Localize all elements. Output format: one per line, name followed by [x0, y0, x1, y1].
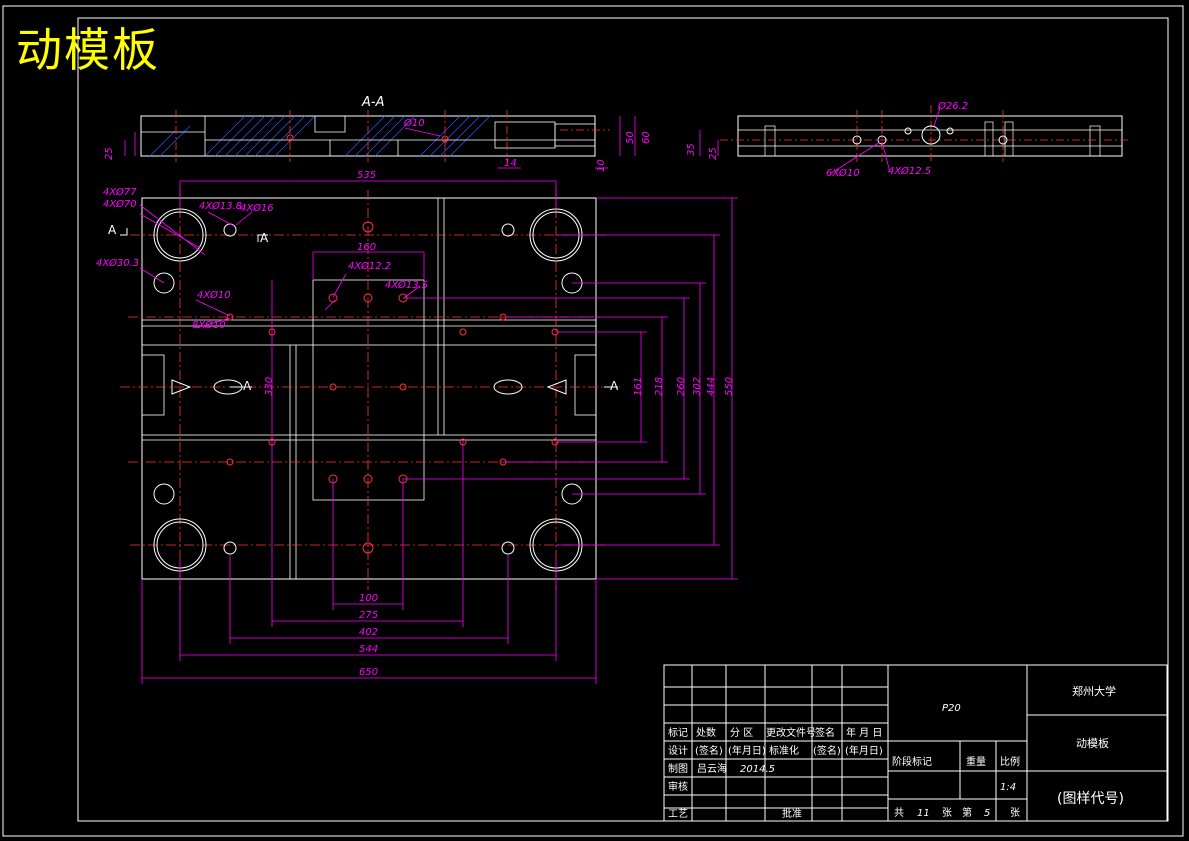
- svg-text:5: 5: [984, 808, 990, 819]
- svg-text:签名: 签名: [815, 726, 835, 739]
- svg-text:8XØ10: 8XØ10: [192, 319, 226, 331]
- svg-text:比例: 比例: [1000, 755, 1020, 768]
- svg-text:330: 330: [264, 377, 275, 396]
- svg-text:4XØ13.8: 4XØ13.8: [199, 200, 242, 212]
- svg-text:4XØ12.2: 4XØ12.2: [348, 260, 391, 272]
- svg-text:更改文件号: 更改文件号: [766, 726, 816, 739]
- svg-text:1:4: 1:4: [1000, 782, 1016, 793]
- svg-text:(年月日): (年月日): [728, 744, 766, 757]
- svg-text:550: 550: [724, 377, 735, 396]
- svg-text:4XØ16: 4XØ16: [240, 202, 274, 214]
- svg-text:重量: 重量: [966, 755, 986, 768]
- svg-text:25: 25: [708, 147, 719, 160]
- svg-text:402: 402: [359, 627, 378, 638]
- svg-text:4XØ30.3: 4XØ30.3: [96, 257, 139, 269]
- svg-text:设计: 设计: [668, 744, 688, 757]
- svg-text:郑州大学: 郑州大学: [1072, 684, 1116, 698]
- svg-text:544: 544: [359, 644, 378, 655]
- svg-text:444: 444: [706, 377, 717, 396]
- svg-text:处数: 处数: [696, 726, 716, 739]
- svg-text:160: 160: [357, 242, 376, 253]
- svg-text:50: 50: [625, 131, 636, 144]
- svg-text:A: A: [243, 379, 252, 393]
- svg-text:共: 共: [894, 807, 904, 819]
- svg-text:275: 275: [359, 610, 378, 621]
- svg-text:A: A: [108, 223, 117, 237]
- svg-text:Ø10: Ø10: [403, 117, 425, 129]
- svg-text:4XØ77: 4XØ77: [103, 186, 137, 198]
- svg-text:11: 11: [917, 808, 930, 819]
- svg-text:14: 14: [504, 158, 517, 169]
- svg-text:吕云海: 吕云海: [697, 762, 727, 775]
- svg-text:阶段标记: 阶段标记: [892, 755, 932, 768]
- svg-text:(签名): (签名): [695, 744, 723, 757]
- svg-text:审核: 审核: [668, 780, 688, 793]
- svg-text:Ø26.2: Ø26.2: [937, 100, 968, 112]
- svg-text:302: 302: [692, 377, 703, 396]
- plan-view: A A A A 535 160 100 275 40: [96, 170, 738, 684]
- svg-text:60: 60: [641, 131, 652, 144]
- svg-text:218: 218: [654, 377, 665, 396]
- svg-text:25: 25: [104, 147, 115, 160]
- svg-text:6XØ10: 6XØ10: [826, 167, 860, 179]
- svg-text:动模板: 动模板: [1076, 736, 1109, 750]
- side-view: 35 25 Ø26.2 6XØ10 4XØ12.5: [686, 100, 1130, 179]
- svg-text:35: 35: [686, 143, 697, 156]
- inner-border: [77, 17, 1169, 822]
- svg-text:(签名): (签名): [813, 744, 841, 757]
- svg-text:批准: 批准: [782, 807, 802, 820]
- svg-text:P20: P20: [942, 703, 961, 714]
- svg-text:10: 10: [596, 159, 607, 172]
- section-label: A-A: [361, 95, 384, 110]
- svg-text:张: 张: [942, 807, 952, 819]
- svg-text:A: A: [260, 231, 269, 245]
- section-view-a-a: A-A: [104, 95, 652, 172]
- svg-text:制图: 制图: [668, 762, 688, 775]
- drawing-title: 动模板: [16, 23, 160, 77]
- svg-text:标记: 标记: [668, 727, 688, 739]
- svg-text:年 月 日: 年 月 日: [846, 726, 882, 739]
- svg-text:260: 260: [676, 377, 687, 396]
- svg-text:4XØ70: 4XØ70: [103, 198, 137, 210]
- svg-text:(图样代号): (图样代号): [1057, 791, 1124, 807]
- svg-text:161: 161: [633, 377, 644, 396]
- svg-text:第: 第: [962, 806, 972, 819]
- svg-text:张: 张: [1010, 807, 1020, 819]
- svg-text:A: A: [610, 379, 619, 393]
- svg-text:4XØ12.5: 4XØ12.5: [888, 165, 931, 177]
- outer-border: [2, 5, 1184, 837]
- title-block-text: P20 郑州大学 动模板 (图样代号) 标记 处数 分 区 更改文件号 签名 年…: [668, 684, 1124, 820]
- svg-text:4XØ10: 4XØ10: [197, 289, 231, 301]
- svg-text:工艺: 工艺: [668, 808, 688, 820]
- svg-text:分 区: 分 区: [730, 727, 753, 739]
- svg-text:650: 650: [359, 667, 378, 678]
- svg-text:标准化: 标准化: [769, 744, 799, 757]
- svg-text:(年月日): (年月日): [845, 744, 883, 757]
- svg-text:2014.5: 2014.5: [740, 764, 775, 775]
- svg-text:4XØ13.5: 4XØ13.5: [385, 279, 428, 291]
- svg-text:535: 535: [357, 170, 376, 181]
- title-block: [663, 664, 1168, 822]
- svg-text:100: 100: [359, 593, 378, 604]
